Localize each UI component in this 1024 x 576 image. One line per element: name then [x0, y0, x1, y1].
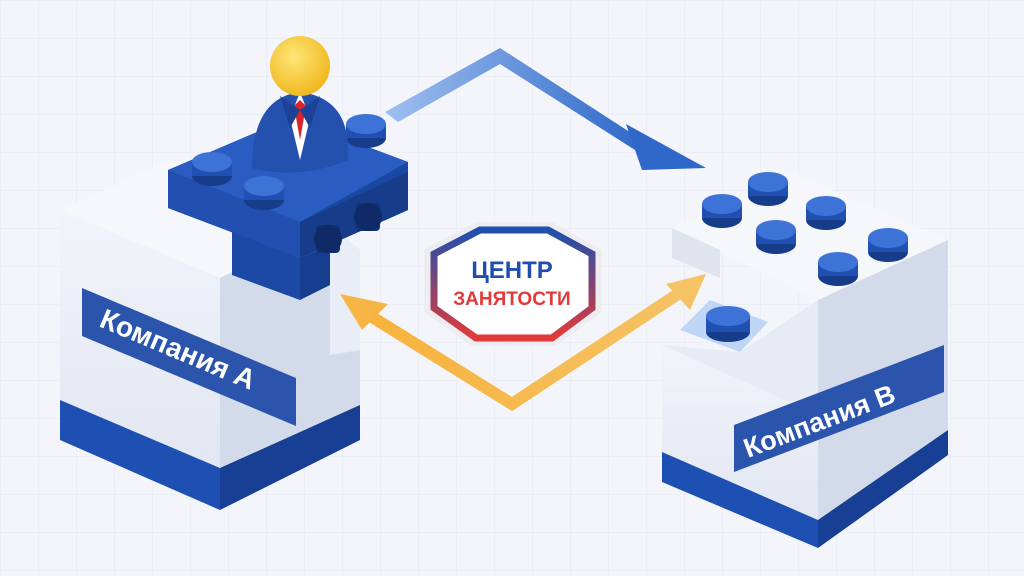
blue-arrow-icon [385, 48, 706, 170]
stud [192, 152, 232, 186]
person-icon [252, 36, 348, 173]
stud [702, 194, 742, 228]
stud [868, 228, 908, 262]
stud [244, 176, 284, 210]
stud [756, 220, 796, 254]
stud [818, 252, 858, 286]
logo-line1: ЦЕНТР [471, 257, 553, 284]
stud [346, 114, 386, 148]
employment-center-logo: ЦЕНТР ЗАНЯТОСТИ [424, 222, 602, 346]
stud [706, 306, 750, 342]
logo-line2: ЗАНЯТОСТИ [453, 289, 570, 310]
company-b-studs [702, 172, 908, 342]
stud [806, 196, 846, 230]
orange-arrow-icon [340, 274, 706, 412]
stud [748, 172, 788, 206]
